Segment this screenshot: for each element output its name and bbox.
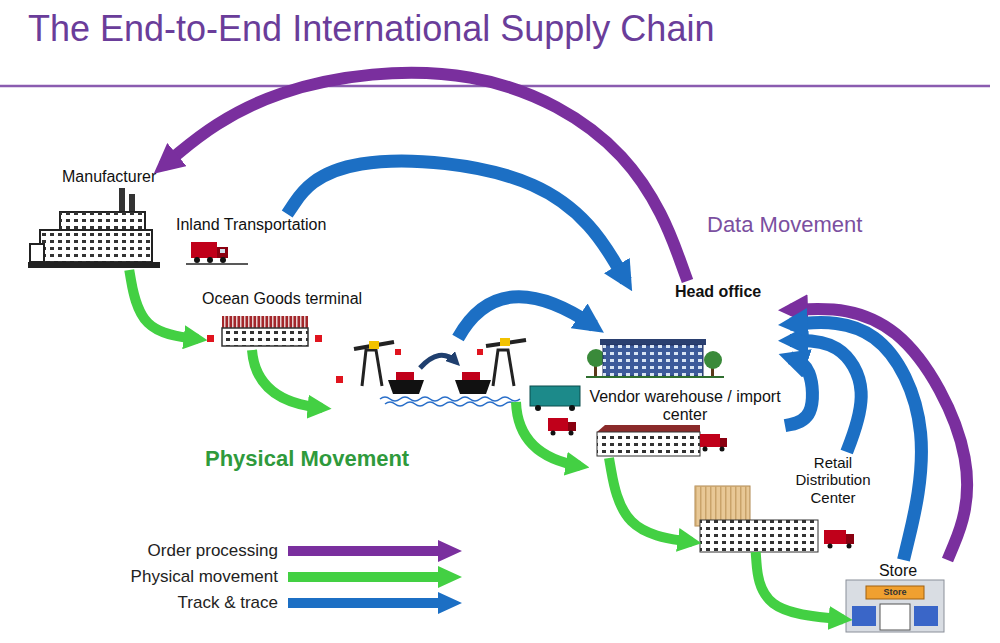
edge-group xyxy=(129,73,967,619)
icon-node: Retail Distribution Center xyxy=(692,452,874,552)
physical-arrow xyxy=(516,402,580,466)
legend-arrow xyxy=(288,566,462,588)
icon-node: Head office xyxy=(585,281,790,377)
section-label: Data Movement xyxy=(707,212,862,238)
store-icon xyxy=(846,580,944,632)
truck-icon xyxy=(186,242,248,264)
legend-text: Order processing xyxy=(50,541,278,561)
order-arrow xyxy=(790,309,967,560)
transfer-arrow xyxy=(420,355,456,368)
terminal-icon xyxy=(207,316,322,346)
track-arrow xyxy=(785,358,812,426)
icon-node: Inland Transportation xyxy=(172,214,364,268)
icon-node: Manufacturer xyxy=(28,166,163,270)
track-arrow xyxy=(287,161,626,281)
physical-arrow xyxy=(252,350,322,408)
physical-arrow xyxy=(756,552,843,619)
rail-car-icon xyxy=(530,386,580,411)
legend-text: Physical movement xyxy=(50,567,278,587)
legend: Order processingPhysical movementTrack &… xyxy=(50,540,470,624)
order-arrow xyxy=(163,73,688,281)
head-office-icon xyxy=(586,339,724,377)
warehouse-icon xyxy=(597,425,727,456)
physical-arrow xyxy=(129,270,198,339)
truck-icon xyxy=(548,418,576,436)
icon-node: Vendor warehouse / import center xyxy=(585,386,785,458)
section-label: Physical Movement xyxy=(205,446,409,472)
node-label: Head office xyxy=(675,283,790,301)
track-arrow xyxy=(790,340,861,452)
legend-arrow xyxy=(288,540,462,562)
node-label: Manufacturer xyxy=(62,168,163,186)
legend-swatch xyxy=(288,592,464,614)
legend-row: Order processing xyxy=(50,540,470,564)
store-sign-text: Store xyxy=(866,586,924,599)
legend-text: Track & trace xyxy=(50,593,278,613)
node-label: Inland Transportation xyxy=(176,216,364,234)
track-arrow xyxy=(458,297,594,338)
icon-node: Ocean Goods terminal xyxy=(198,288,403,348)
node-label: Retail Distribution Center xyxy=(792,454,874,506)
legend-swatch xyxy=(288,566,464,588)
legend-row: Physical movement xyxy=(50,566,470,590)
legend-row: Track & trace xyxy=(50,592,470,616)
node-label: Vendor warehouse / import center xyxy=(585,388,785,425)
legend-arrow xyxy=(288,592,462,614)
physical-arrow xyxy=(609,458,692,542)
legend-swatch xyxy=(288,540,464,562)
layout-arrows xyxy=(252,297,594,466)
node-label: Ocean Goods terminal xyxy=(202,290,402,308)
factory-icon xyxy=(28,188,160,268)
diagram-title: The End-to-End International Supply Chai… xyxy=(28,8,714,50)
track-arrow xyxy=(790,323,921,560)
node-label: Store xyxy=(843,562,953,580)
port-cranes-ships xyxy=(336,338,526,406)
